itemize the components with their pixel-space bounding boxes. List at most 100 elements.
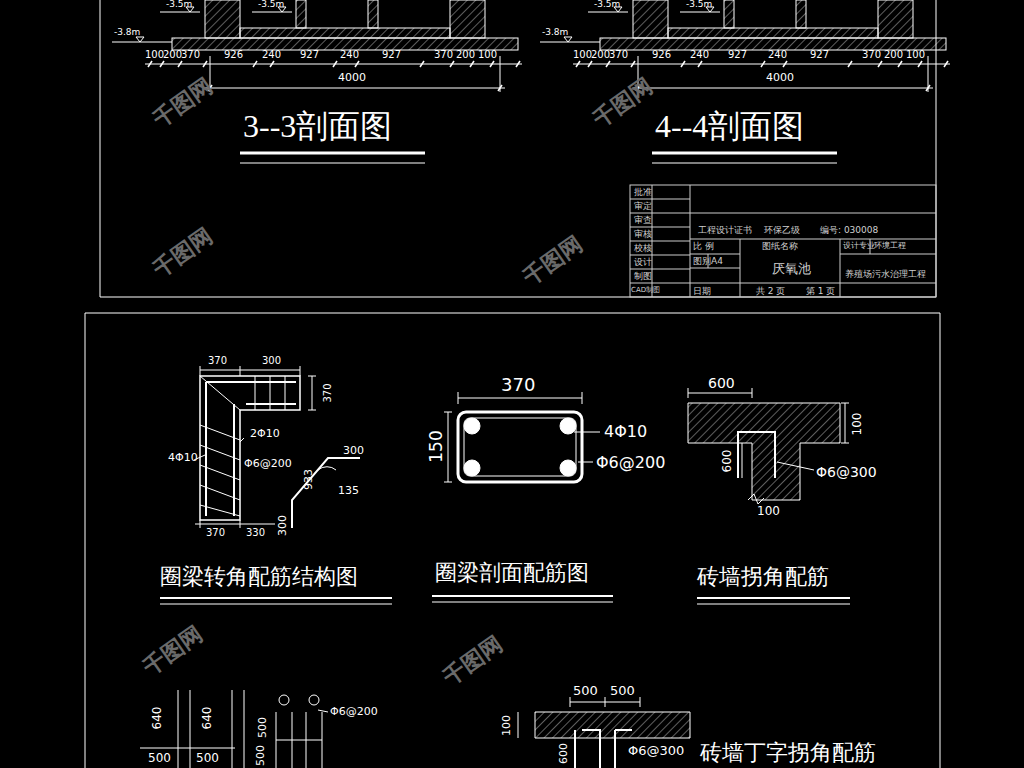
annotation-text: 200 xyxy=(456,50,475,60)
annotation-text: 2Φ10 xyxy=(250,428,280,439)
annotation-text: 240 xyxy=(690,50,709,60)
annotation-text: Φ6@300 xyxy=(816,465,877,479)
dimension-text: 100 xyxy=(501,715,512,736)
sheet-frame-line xyxy=(85,313,86,768)
watermark: 千图网 xyxy=(590,75,657,131)
annotation-text: -3.8m xyxy=(114,28,140,37)
title-block-text: 第 1 页 xyxy=(806,287,835,296)
title-block-line xyxy=(630,199,690,200)
title-underlines-line xyxy=(697,597,850,599)
wall-tee-detail-line xyxy=(178,690,179,768)
annotation-text: 927 xyxy=(810,50,829,60)
title-block-text: 比 例 xyxy=(693,242,714,251)
annotation-text: 200 xyxy=(884,50,903,60)
title-block-text: 日期 xyxy=(693,287,711,296)
brick-wall-corner-line xyxy=(845,403,846,443)
ring-beam-section-line xyxy=(464,460,480,476)
brick-wall-corner-line xyxy=(777,462,814,470)
annotation-text: 100 xyxy=(573,50,592,60)
title-block-line xyxy=(690,254,740,255)
wall-tee-detail-line xyxy=(140,748,235,749)
dimension-text: 600 xyxy=(558,743,569,764)
title-block-line xyxy=(630,213,690,214)
ring-beam-corner-line xyxy=(240,366,241,376)
annotation-text: 4000 xyxy=(766,72,794,83)
annotation-text: 砖墙拐角配筋 xyxy=(697,566,829,588)
ring-beam-corner-line xyxy=(312,376,313,410)
ring-beam-corner xyxy=(194,366,360,528)
annotation-text: 926 xyxy=(224,50,243,60)
annotation-text: 240 xyxy=(340,50,359,60)
title-block-line xyxy=(630,185,936,297)
annotation-text: 370 xyxy=(181,50,200,60)
section-3-3 xyxy=(112,0,522,92)
title-block-line xyxy=(690,239,936,240)
ring-beam-section-line xyxy=(458,392,459,404)
title-underlines-line xyxy=(432,595,613,597)
title-block-text: 图别 xyxy=(693,257,711,266)
title-block-text: 养殖场污水治理工程 xyxy=(845,270,926,279)
annotation-text: 100 xyxy=(757,505,780,517)
annotation-text: Φ6@200 xyxy=(596,455,665,471)
title-block-text: 制图 xyxy=(634,272,652,281)
brick-wall-corner-line xyxy=(752,388,753,398)
annotation-text: 927 xyxy=(300,50,319,60)
ring-beam-corner-line xyxy=(195,524,275,525)
title-block-line xyxy=(740,239,741,297)
ring-beam-corner-line xyxy=(200,376,285,410)
annotation-text: 500 xyxy=(610,684,635,697)
brick-wall-corner-line xyxy=(688,403,840,500)
dimension-text: 300 xyxy=(277,515,288,536)
brick-tee-corner-line xyxy=(518,712,519,738)
title-block-text: 审查 xyxy=(634,216,652,225)
ring-beam-section-line xyxy=(582,392,583,404)
annotation-text: -3.5m xyxy=(686,0,712,9)
brick-tee-corner-line xyxy=(535,712,690,738)
title-block-text: 工程设计证书 xyxy=(698,226,752,235)
title-block-text: 校核 xyxy=(634,244,652,253)
brick-tee-corner-line xyxy=(575,730,632,768)
dimension-text: 640 xyxy=(151,707,163,730)
annotation-text: Φ6@200 xyxy=(244,458,292,469)
wall-tee-detail-line xyxy=(190,690,191,768)
annotation-text: 926 xyxy=(652,50,671,60)
watermark: 千图网 xyxy=(520,233,587,289)
title-block-text: 环保乙级 xyxy=(764,226,800,235)
dimension-text: 370 xyxy=(323,383,333,402)
section-title: 4--4剖面图 xyxy=(655,110,804,142)
title-underlines-line xyxy=(652,152,837,155)
annotation-text: 370 xyxy=(434,50,453,60)
title-block xyxy=(630,185,936,297)
dimension-text: 933 xyxy=(303,469,314,490)
annotation-text: -3.8m xyxy=(542,28,568,37)
annotation-text: 370 xyxy=(208,356,227,366)
title-block-line xyxy=(630,227,690,228)
dimension-text: 500 xyxy=(255,745,266,766)
annotation-text: 砖墙丁字拐角配筋 xyxy=(700,742,876,764)
annotation-text: 300 xyxy=(343,445,364,456)
wall-tee-detail xyxy=(140,690,328,768)
title-block-text: 设计 xyxy=(634,258,652,267)
ring-beam-corner-line xyxy=(200,376,300,520)
brick-tee-corner xyxy=(518,697,690,768)
title-block-text: 图纸名称 xyxy=(762,242,798,251)
wall-tee-detail-line xyxy=(309,695,319,705)
annotation-text: 300 xyxy=(262,356,281,366)
dimension-text: 150 xyxy=(428,430,445,462)
annotation-text: 100 xyxy=(478,50,497,60)
annotation-text: Φ6@200 xyxy=(330,706,378,717)
ring-beam-section-line xyxy=(458,412,582,482)
ring-beam-section-line xyxy=(444,482,452,483)
ring-beam-section-line xyxy=(444,412,452,413)
brick-wall-corner xyxy=(688,388,849,504)
brick-wall-corner-line xyxy=(841,443,849,444)
annotation-text: 100 xyxy=(906,50,925,60)
brick-wall-corner-line xyxy=(738,432,775,478)
annotation-text: 600 xyxy=(708,376,735,390)
ring-beam-section-line xyxy=(560,418,576,434)
annotation-text: 圈梁剖面配筋图 xyxy=(435,562,589,584)
annotation-text: 927 xyxy=(728,50,747,60)
dimension-text: 640 xyxy=(201,707,213,730)
title-underlines-line xyxy=(160,604,392,605)
title-block-line xyxy=(630,269,690,270)
